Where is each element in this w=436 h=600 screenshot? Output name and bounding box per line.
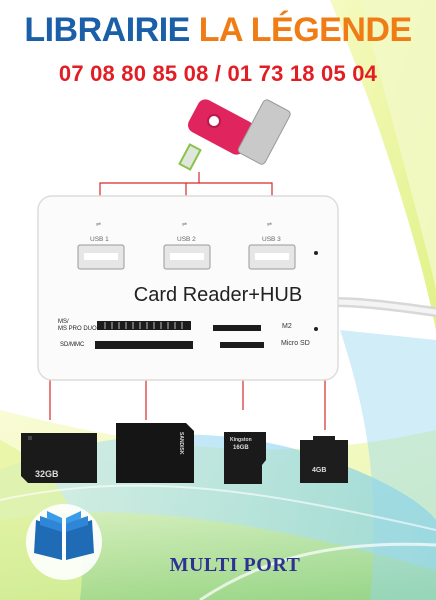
ms-slot-label: MS/ MS PRO DUO xyxy=(58,319,97,332)
m2-capacity-label: 4GB xyxy=(312,467,327,474)
microsd-capacity-label: 16GB xyxy=(233,445,249,451)
usb-ports: ⇌ ⇌ ⇌ xyxy=(77,221,296,270)
microsd-brand-label: Kingston xyxy=(230,437,252,443)
phone-numbers: 07 08 80 85 08 / 01 73 18 05 04 xyxy=(58,61,378,86)
svg-text:⇌: ⇌ xyxy=(96,221,101,228)
hub-label: Card Reader+HUB xyxy=(133,284,303,306)
store-title-part2: LA LÉGENDE xyxy=(198,11,412,49)
ms-capacity-label: 32GB xyxy=(35,469,59,479)
m2-card xyxy=(300,436,348,483)
microsd-card xyxy=(224,432,266,484)
usb-flash-drive-icon xyxy=(178,99,291,171)
sd-brand-label: SANDISK xyxy=(178,432,184,455)
usb1-label: USB 1 xyxy=(90,236,109,243)
footer-caption: MULTI PORT xyxy=(169,554,301,576)
store-title: LIBRAIRIE LA LÉGENDE xyxy=(0,10,436,50)
sd-slot-label: SD/MMC xyxy=(60,342,85,348)
usb3-label: USB 3 xyxy=(262,236,281,243)
hub-body xyxy=(37,195,339,381)
memory-stick-card xyxy=(21,433,97,483)
usb2-label: USB 2 xyxy=(177,236,196,243)
open-book-logo xyxy=(26,504,102,580)
store-title-part1: LIBRAIRIE xyxy=(24,11,190,49)
sd-card xyxy=(116,423,194,483)
svg-text:⇌: ⇌ xyxy=(267,221,272,228)
m2-slot-label: M2 xyxy=(282,323,292,330)
microsd-slot-label: Micro SD xyxy=(281,340,310,347)
card-slots xyxy=(95,321,264,349)
svg-text:⇌: ⇌ xyxy=(182,221,187,228)
